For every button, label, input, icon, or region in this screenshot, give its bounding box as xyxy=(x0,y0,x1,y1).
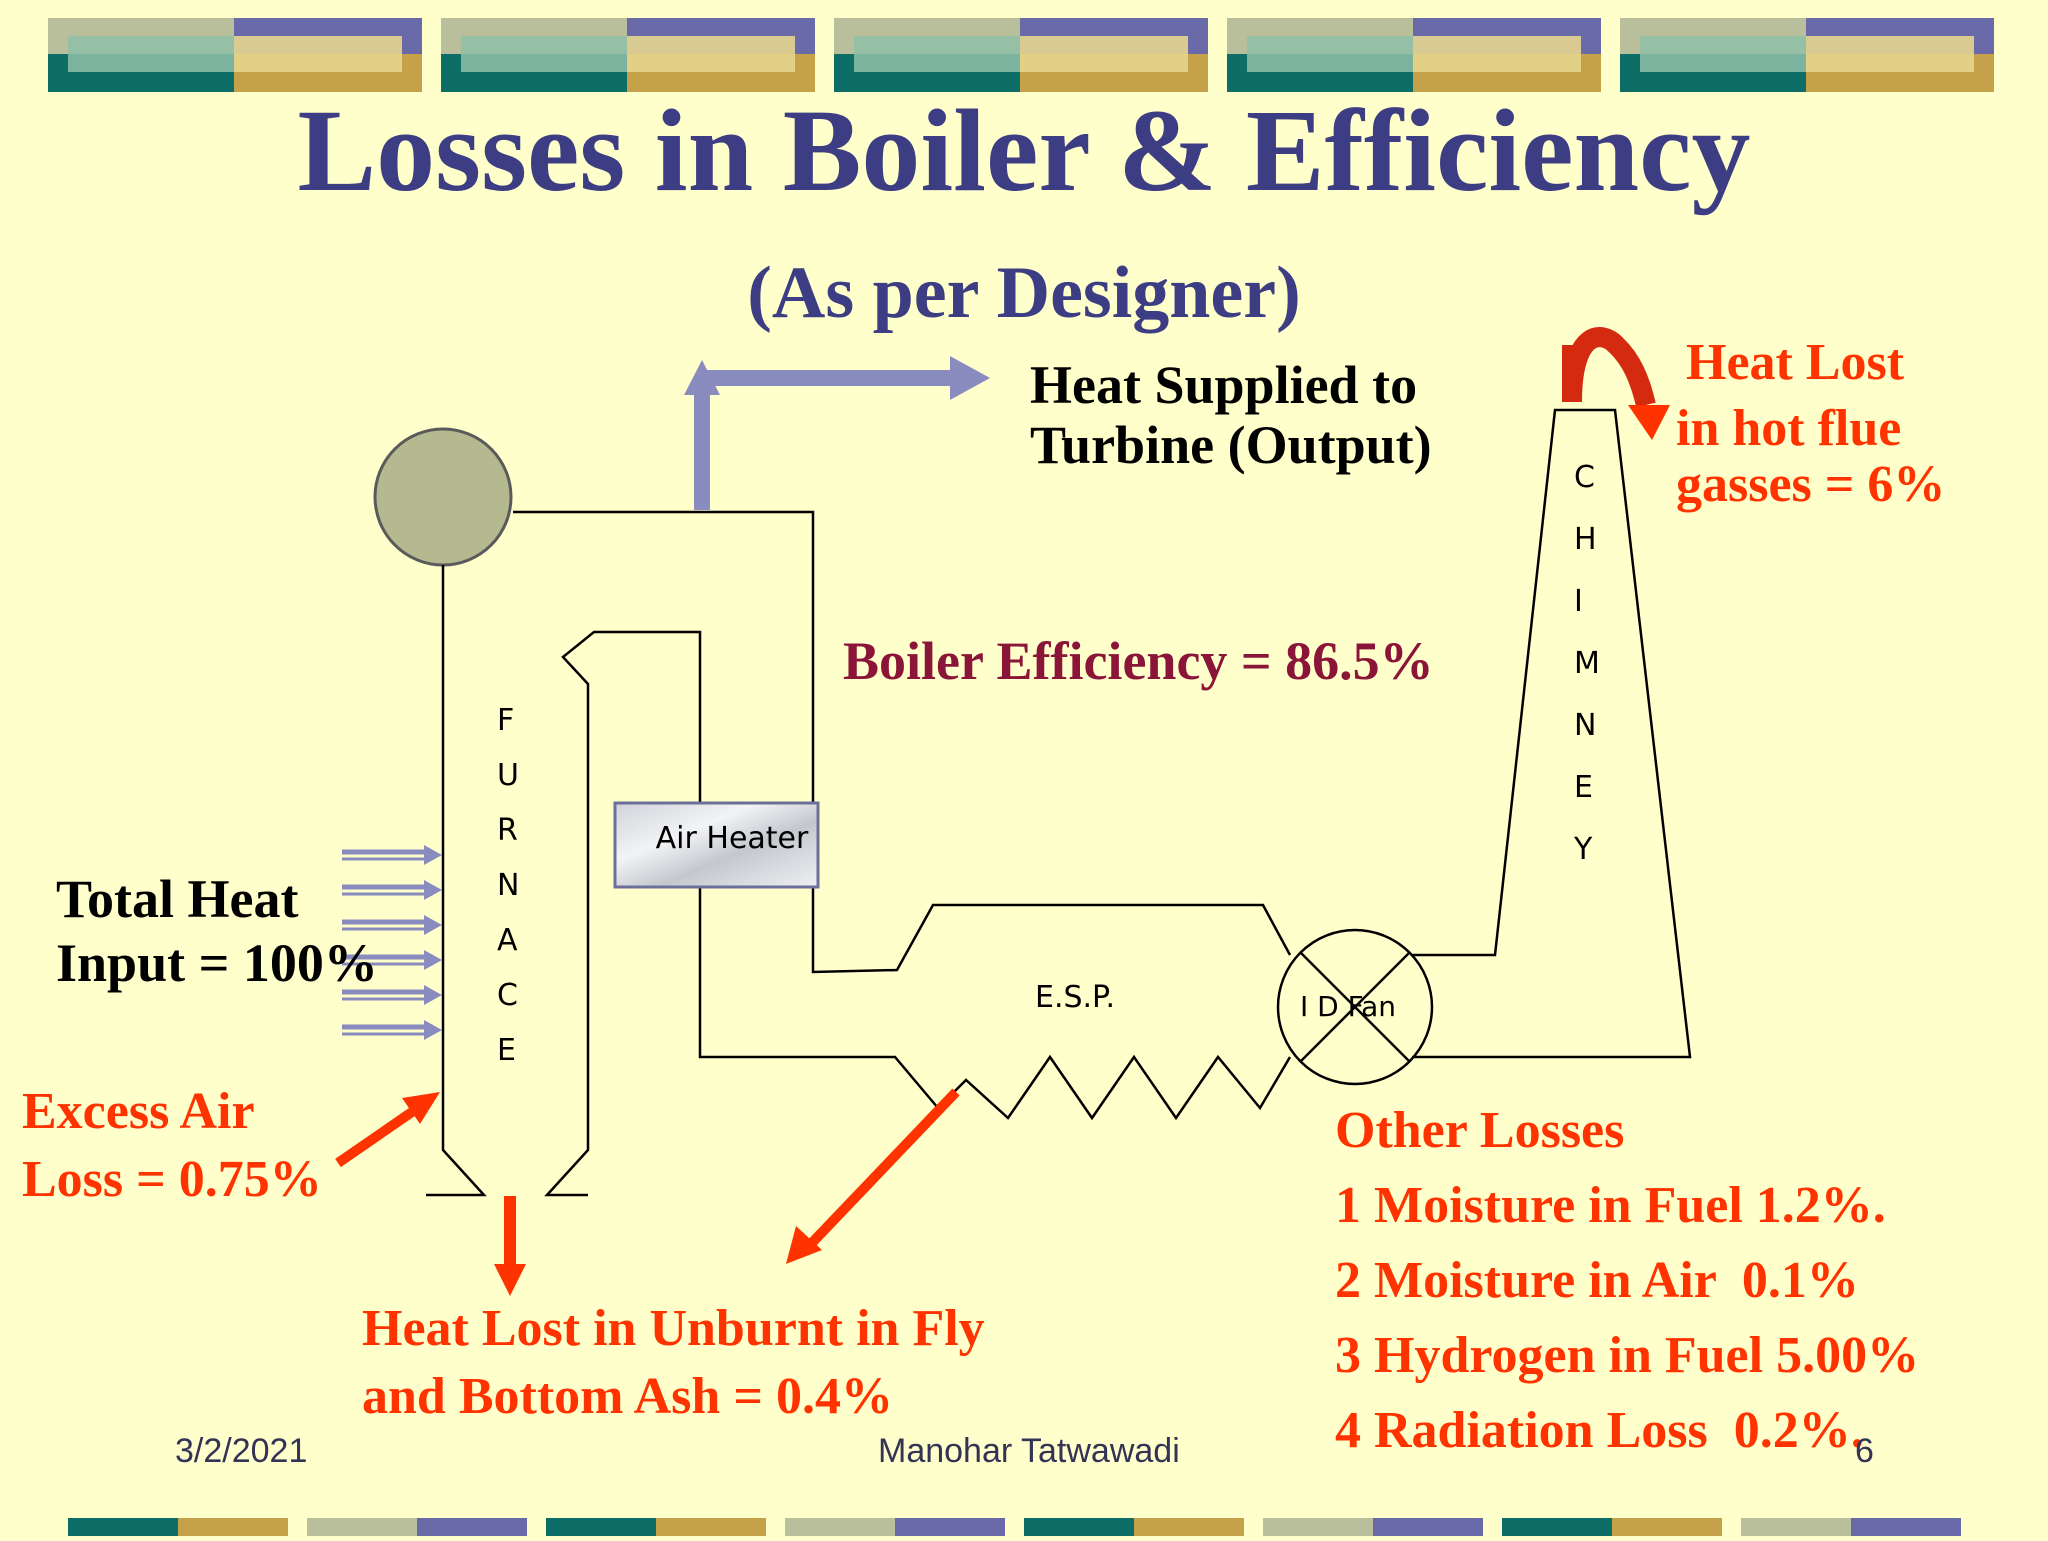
steam-drum xyxy=(373,427,513,567)
other-losses-panel: Other Losses 1 Moisture in Fuel 1.2%. 2 … xyxy=(1335,1093,1919,1468)
footer-page-number: 6 xyxy=(1855,1432,1874,1470)
bottom-decorative-band xyxy=(0,1518,2048,1536)
top-decorative-band xyxy=(0,0,2048,100)
chimney-letter: I xyxy=(1574,584,1583,619)
flue-gas-loss-label: Heat Lost in hot flue gasses = 6% xyxy=(1676,330,1945,518)
air-input-arrow xyxy=(342,1020,442,1040)
page-title: Losses in Boiler & Efficiency xyxy=(297,85,1751,216)
bottom-band-block xyxy=(1024,1518,1244,1536)
furnace-letter: C xyxy=(497,978,518,1013)
furnace-letter: F xyxy=(497,703,515,738)
excess-air-line2: Loss = 0.75% xyxy=(22,1151,322,1208)
air-input-arrows xyxy=(342,845,442,1040)
id-fan xyxy=(1276,928,1434,1086)
esp-hopper xyxy=(937,1054,1292,1121)
chimney-letter: N xyxy=(1574,708,1597,743)
bottom-band-block xyxy=(1263,1518,1483,1536)
bottom-band-block xyxy=(546,1518,766,1536)
flue-gas-line3: gasses = 6% xyxy=(1676,456,1946,513)
other-loss-item: 1 Moisture in Fuel 1.2%. xyxy=(1335,1177,1886,1234)
air-heater-label: Air Heater xyxy=(656,821,809,856)
total-heat-input-label: Total Heat Input = 100% xyxy=(56,867,378,995)
furnace-letter: U xyxy=(497,758,519,793)
footer-author: Manohar Tatwawadi xyxy=(878,1432,1180,1470)
chimney-letter: Y xyxy=(1574,832,1593,867)
ash-loss-label: Heat Lost in Unburnt in Fly and Bottom A… xyxy=(362,1295,985,1431)
total-heat-line2: Input = 100% xyxy=(56,933,378,993)
footer-date: 3/2/2021 xyxy=(175,1432,308,1470)
excess-air-line1: Excess Air xyxy=(22,1083,255,1140)
page-subtitle: (As per Designer) xyxy=(747,252,1301,334)
bottom-band-block xyxy=(307,1518,527,1536)
heat-supplied-label: Heat Supplied to Turbine (Output) xyxy=(1030,355,1432,475)
air-heater xyxy=(613,801,820,889)
chimney-letter: C xyxy=(1574,460,1595,495)
air-input-arrow xyxy=(342,880,442,900)
top-band-block xyxy=(1227,18,1601,92)
top-band-block xyxy=(441,18,815,92)
flue-gas-line1: Heat Lost xyxy=(1686,334,1905,391)
other-losses-heading: Other Losses xyxy=(1335,1102,1625,1159)
air-input-arrow xyxy=(342,915,442,935)
heat-supplied-line1: Heat Supplied to xyxy=(1030,355,1418,415)
furnace-letter: E xyxy=(497,1033,516,1068)
excess-air-loss-label: Excess Air Loss = 0.75% xyxy=(22,1078,322,1214)
heat-supplied-line2: Turbine (Output) xyxy=(1030,415,1432,475)
fly-ash-arrow xyxy=(786,1088,960,1264)
air-input-arrow xyxy=(342,845,442,865)
furnace-letter: N xyxy=(497,868,520,903)
boiler-efficiency-label: Boiler Efficiency = 86.5% xyxy=(843,631,1434,691)
furnace-letter: A xyxy=(497,923,518,958)
bottom-band-block xyxy=(1502,1518,1722,1536)
ash-loss-line1: Heat Lost in Unburnt in Fly xyxy=(362,1300,985,1357)
flue-gas-line2: in hot flue xyxy=(1676,400,1902,457)
other-loss-item: 4 Radiation Loss 0.2%. xyxy=(1335,1402,1864,1459)
top-band-graphic xyxy=(48,18,1994,92)
bottom-band-block xyxy=(785,1518,1005,1536)
esp-label: E.S.P. xyxy=(1035,980,1115,1015)
top-band-block xyxy=(48,18,422,92)
excess-air-arrow xyxy=(335,1092,440,1168)
chimney-letter: M xyxy=(1574,646,1600,681)
total-heat-line1: Total Heat xyxy=(56,869,299,929)
chimney-letter: E xyxy=(1574,770,1593,805)
bottom-band-block xyxy=(1741,1518,1961,1536)
id-fan-label: I D Fan xyxy=(1300,990,1396,1023)
bottom-band-graphic xyxy=(68,1518,1961,1536)
top-band-block xyxy=(1620,18,1994,92)
air-input-arrow xyxy=(342,985,442,1005)
top-band-block xyxy=(834,18,1208,92)
air-input-arrow xyxy=(342,950,442,970)
chimney-letter: H xyxy=(1574,522,1597,557)
bottom-ash-arrow xyxy=(494,1196,526,1296)
ash-loss-line2: and Bottom Ash = 0.4% xyxy=(362,1368,893,1425)
boiler-outline xyxy=(426,408,1692,1197)
steam-output-arrow xyxy=(684,356,990,510)
furnace-letter: R xyxy=(497,813,518,848)
other-loss-item: 2 Moisture in Air 0.1% xyxy=(1335,1252,1859,1309)
bottom-band-block xyxy=(68,1518,288,1536)
other-loss-item: 3 Hydrogen in Fuel 5.00% xyxy=(1335,1327,1920,1384)
flue-gas-loss-arrow xyxy=(1562,327,1670,440)
